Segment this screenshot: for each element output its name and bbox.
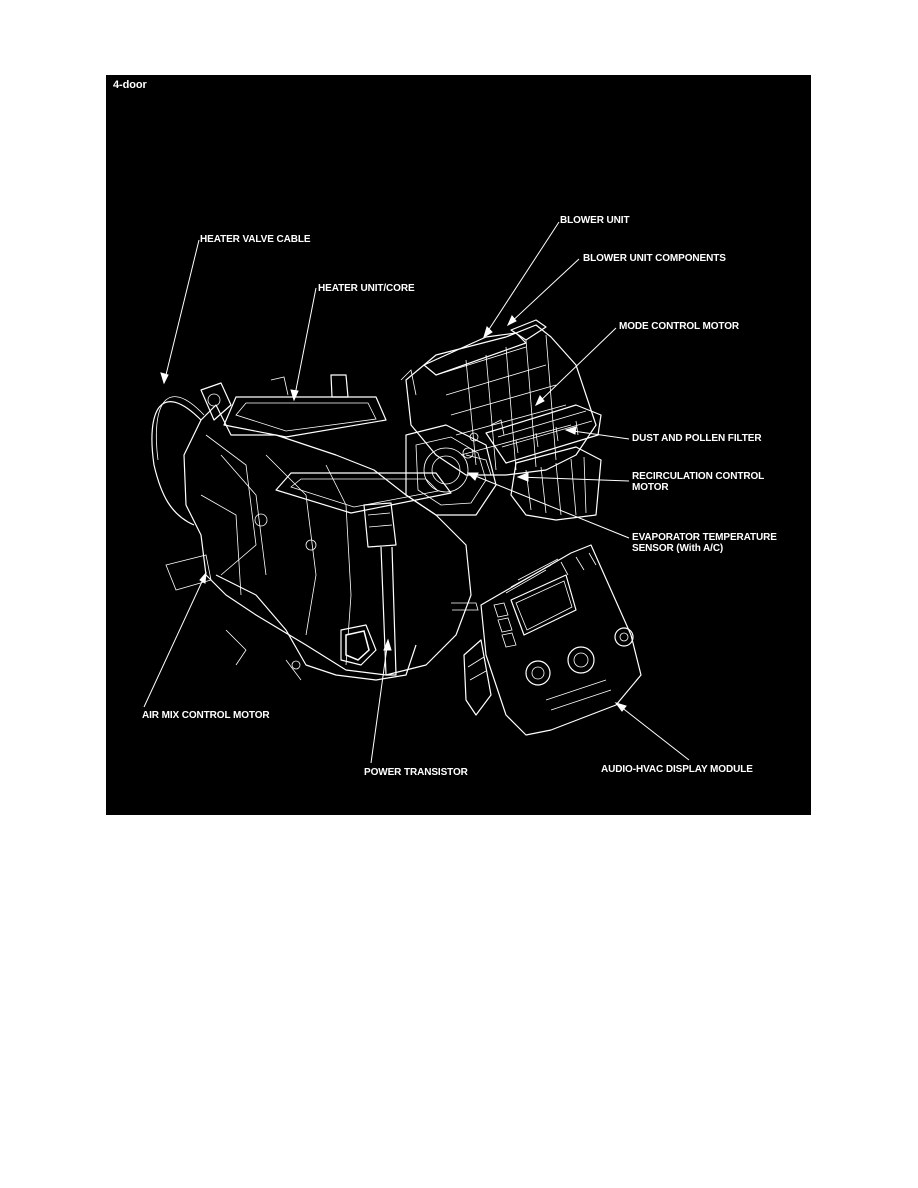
label-evaporator-line-2: SENSOR (With A/C) [632, 543, 724, 554]
label-heater-valve-cable: HEATER VALVE CABLE [200, 234, 311, 245]
label-power-transistor: POWER TRANSISTOR [364, 767, 468, 778]
label-evaporator-temperature-sensor: EVAPORATOR TEMPERATURE SENSOR (With A/C) [632, 532, 812, 554]
hvac-component-diagram: 4-door HEATER VALVE CABLE HEATER UNIT/CO… [106, 75, 811, 815]
label-blower-unit: BLOWER UNIT [560, 215, 630, 226]
figure-title: 4-door [113, 79, 147, 91]
audio-hvac-module-drawing [451, 544, 642, 736]
label-audio-hvac-display-module: AUDIO-HVAC DISPLAY MODULE [601, 764, 753, 775]
diagram-drawing [143, 221, 690, 764]
heater-unit-drawing [151, 374, 472, 681]
label-recirculation-control-motor: RECIRCULATION CONTROL MOTOR [632, 471, 812, 493]
label-evaporator-line-1: EVAPORATOR TEMPERATURE [632, 532, 777, 543]
blower-unit-drawing [400, 319, 602, 521]
label-blower-unit-components: BLOWER UNIT COMPONENTS [583, 253, 726, 264]
evaporator-section-drawing [405, 424, 497, 516]
label-air-mix-control-motor: AIR MIX CONTROL MOTOR [142, 710, 270, 721]
leader-arrowheads [160, 315, 627, 712]
label-heater-unit-core: HEATER UNIT/CORE [318, 283, 415, 294]
label-recirculation-line-2: MOTOR [632, 482, 669, 493]
leader-lines [143, 221, 690, 764]
label-mode-control-motor: MODE CONTROL MOTOR [619, 321, 740, 332]
power-transistor-drawing [363, 502, 397, 676]
label-recirculation-line-1: RECIRCULATION CONTROL [632, 471, 765, 482]
label-dust-pollen-filter: DUST AND POLLEN FILTER [632, 433, 762, 444]
